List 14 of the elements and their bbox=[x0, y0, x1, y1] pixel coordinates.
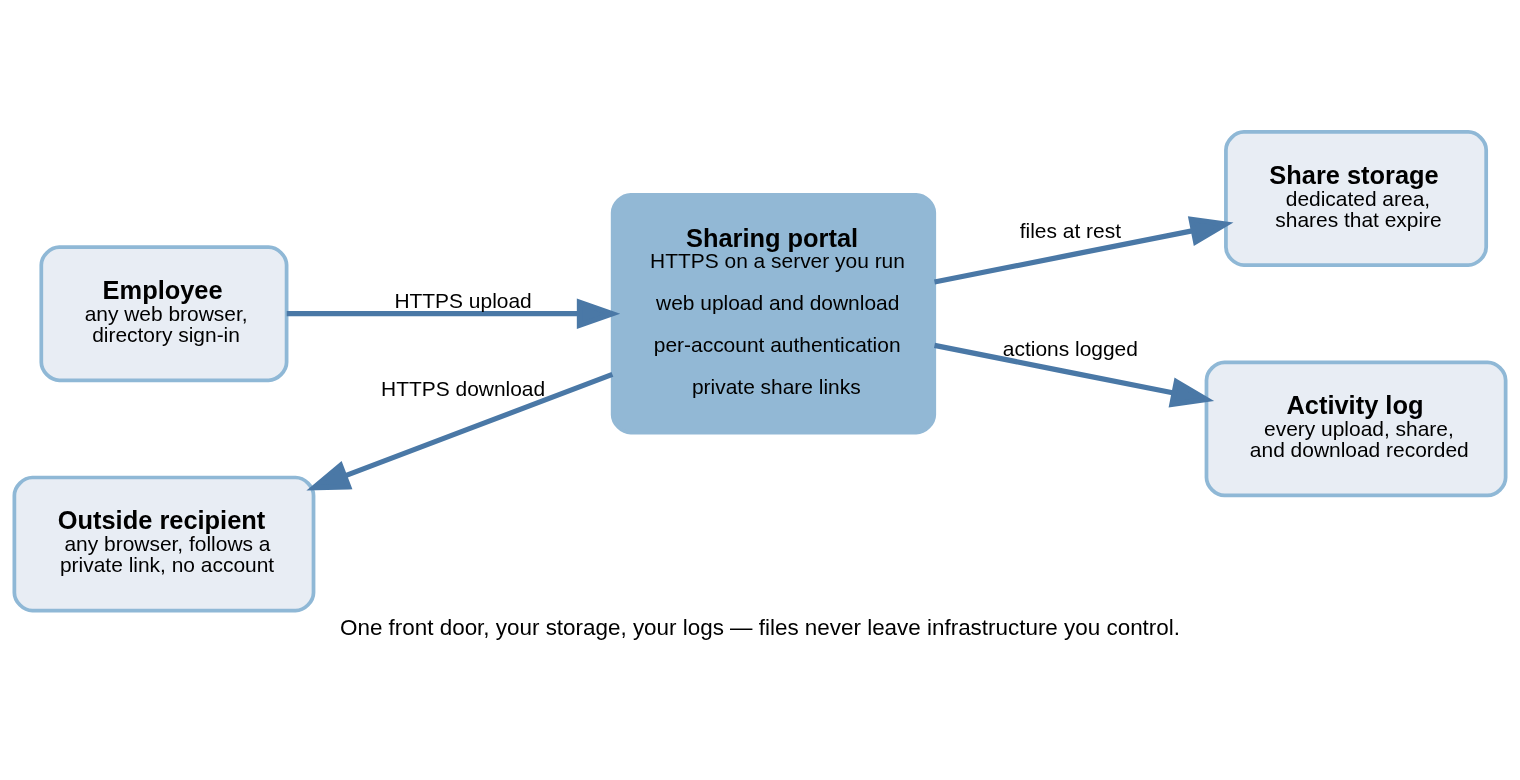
arrow bbox=[933, 342, 1215, 408]
edge-label: files at rest bbox=[1019, 218, 1121, 242]
arrow bbox=[934, 216, 1234, 285]
node-box: Employee any web browser, directory sign-in bbox=[39, 245, 289, 383]
edge-label: actions logged bbox=[1002, 336, 1138, 360]
node-box: Share storage dedicated area, shares that expire bbox=[1224, 130, 1489, 267]
arrow bbox=[306, 371, 614, 491]
arrow bbox=[286, 298, 621, 329]
node-box: Activity log every upload, share, and download recorded bbox=[1204, 360, 1508, 498]
node-box: Sharing portal HTTPS on a server you run web upload and download per-account authentication private share links bbox=[610, 192, 937, 435]
caption: One front door, your storage, your logs — files never leave infrastructure you control. bbox=[340, 614, 1180, 640]
edge-label: HTTPS upload bbox=[394, 289, 532, 313]
edge-label: HTTPS download bbox=[381, 377, 546, 401]
node-box: Outside recipient any browser, follows a private link, no account bbox=[12, 475, 316, 613]
